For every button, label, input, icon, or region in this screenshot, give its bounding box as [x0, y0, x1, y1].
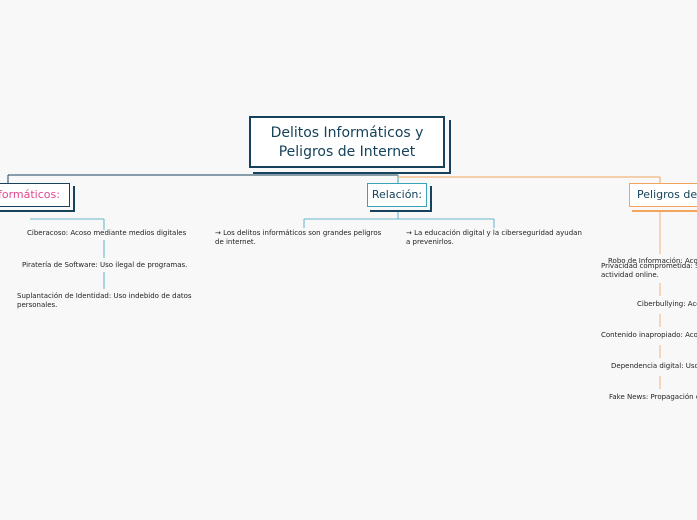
branch-delitos-title: nformáticos: — [0, 188, 60, 201]
leaf-suplantacion-line1[interactable]: Suplantación de Identidad: Uso indebido … — [17, 292, 192, 300]
branch-peligros-title: Peligros de I — [637, 188, 697, 201]
leaf-robo-informacion[interactable]: Robo de Información: Aco — [608, 257, 697, 265]
leaf-relacion-1-line2: de internet. — [215, 238, 256, 246]
leaf-relacion-2-line1[interactable]: → La educación digital y la cibersegurid… — [406, 229, 582, 237]
leaf-privacidad-line1[interactable]: Privacidad comprometida: S — [601, 262, 697, 270]
branch-peligros[interactable]: Peligros de I — [629, 183, 697, 207]
leaf-ciberacoso[interactable]: Ciberacoso: Acoso mediante medios digita… — [27, 229, 187, 237]
leaf-relacion-2-line2: a prevenirlos. — [406, 238, 454, 246]
leaf-fake-news[interactable]: Fake News: Propagación d — [609, 393, 697, 401]
root-topic-line2: Peligros de Internet — [278, 144, 416, 160]
leaf-dependencia-digital[interactable]: Dependencia digital: Uso — [611, 362, 697, 370]
root-topic-line1: Delitos Informáticos y — [270, 125, 424, 141]
branch-delitos-informaticos[interactable]: nformáticos: — [0, 183, 70, 207]
leaf-contenido-inapropiado[interactable]: Contenido inapropiado: Aco — [601, 331, 697, 339]
leaf-suplantacion-line2: personales. — [17, 301, 58, 309]
root-topic[interactable]: Delitos Informáticos y Peligros de Inter… — [249, 116, 445, 168]
leaf-privacidad-line2: actividad online. — [601, 271, 659, 279]
branch-relacion[interactable]: Relación: — [367, 183, 427, 207]
leaf-pirateria[interactable]: Piratería de Software: Uso ilegal de pro… — [22, 261, 188, 269]
leaf-ciberbullying[interactable]: Ciberbullying: Aco — [637, 300, 697, 308]
branch-relacion-title: Relación: — [371, 188, 423, 201]
leaf-relacion-1-line1[interactable]: → Los delitos informáticos son grandes p… — [215, 229, 382, 237]
